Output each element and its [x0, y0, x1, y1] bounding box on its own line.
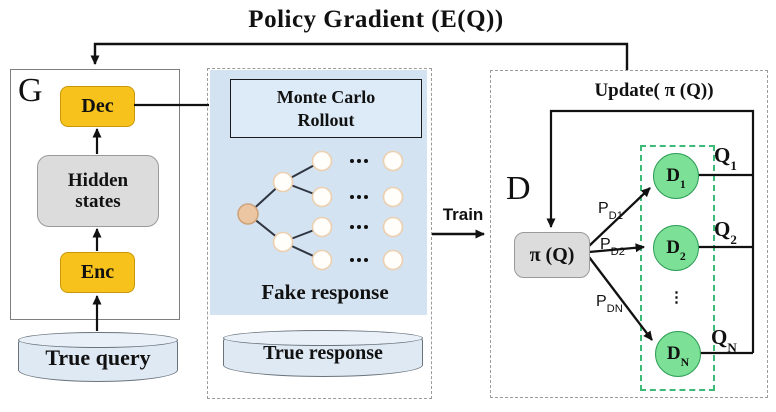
true-query-cylinder: True query [18, 332, 178, 382]
policy-box: π (Q) [514, 232, 590, 278]
monte-carlo-rollout-label: Monte Carlo Rollout [276, 87, 376, 130]
discriminator-2-circle: D2 [653, 225, 699, 271]
fake-response-label: Fake response [261, 280, 389, 304]
encoder-box: Enc [60, 252, 135, 293]
true-query-label: True query [45, 345, 151, 370]
policy-label: π (Q) [529, 243, 575, 266]
monte-carlo-rollout-box: Monte Carlo Rollout [230, 79, 422, 138]
policy-gradient-title: Policy Gradient (E(Q)) [248, 6, 504, 33]
true-response-label: True response [263, 342, 383, 364]
qn-label: QN [711, 325, 737, 355]
discriminator-label: D [506, 170, 531, 207]
q1-label: Q1 [714, 143, 737, 173]
policy-gradient-arrow [90, 42, 629, 70]
cylinder-top [223, 330, 423, 346]
decoder-label: Dec [81, 95, 114, 117]
hidden-states-label: Hidden states [67, 169, 129, 212]
q2-label: Q2 [714, 217, 737, 247]
vertical-ellipsis: ⋮ [669, 290, 684, 306]
prob-d2-label: PD2 [600, 236, 625, 259]
decoder-box: Dec [60, 86, 135, 127]
true-response-cylinder: True response [223, 330, 423, 377]
generator-label: G [18, 72, 43, 109]
prob-dn-label: PDN [596, 293, 623, 316]
train-label: Train [442, 205, 484, 224]
encoder-label: Enc [80, 261, 115, 283]
discriminator-n-circle: DN [655, 331, 701, 377]
hidden-states-box: Hidden states [37, 155, 159, 227]
discriminator-1-circle: D1 [653, 153, 699, 199]
cylinder-body [18, 339, 178, 382]
cylinder-top [18, 332, 178, 348]
prob-d1-label: PD1 [598, 200, 623, 223]
update-label: Update( π (Q)) [594, 80, 714, 101]
